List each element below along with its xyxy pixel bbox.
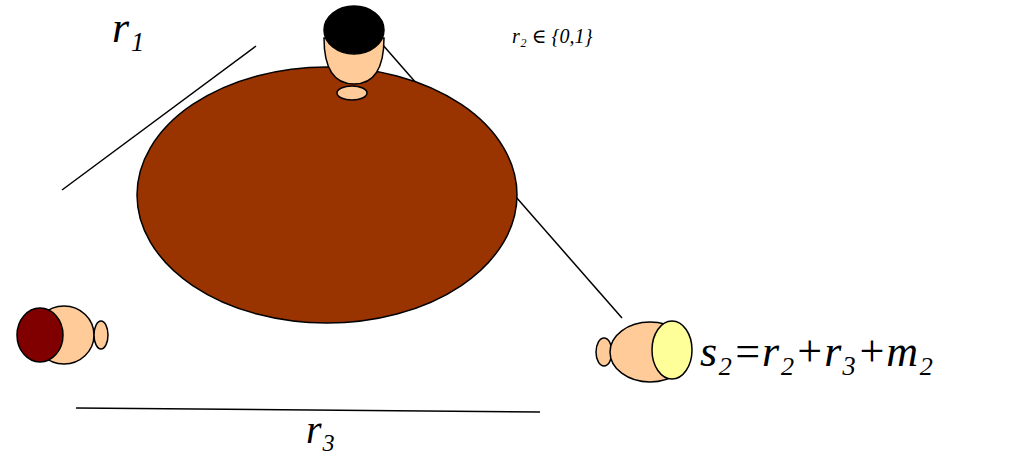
person-left <box>17 306 108 364</box>
formula-label: s₂=r₂+r₃+m₂ <box>700 330 933 374</box>
formula-label: r₂ ∈ {0,1} <box>512 26 593 46</box>
link-label: r₃ <box>306 410 335 450</box>
table <box>137 67 517 323</box>
person-right <box>596 321 692 382</box>
link-label: r₁ <box>112 6 144 50</box>
person-top <box>324 6 384 100</box>
